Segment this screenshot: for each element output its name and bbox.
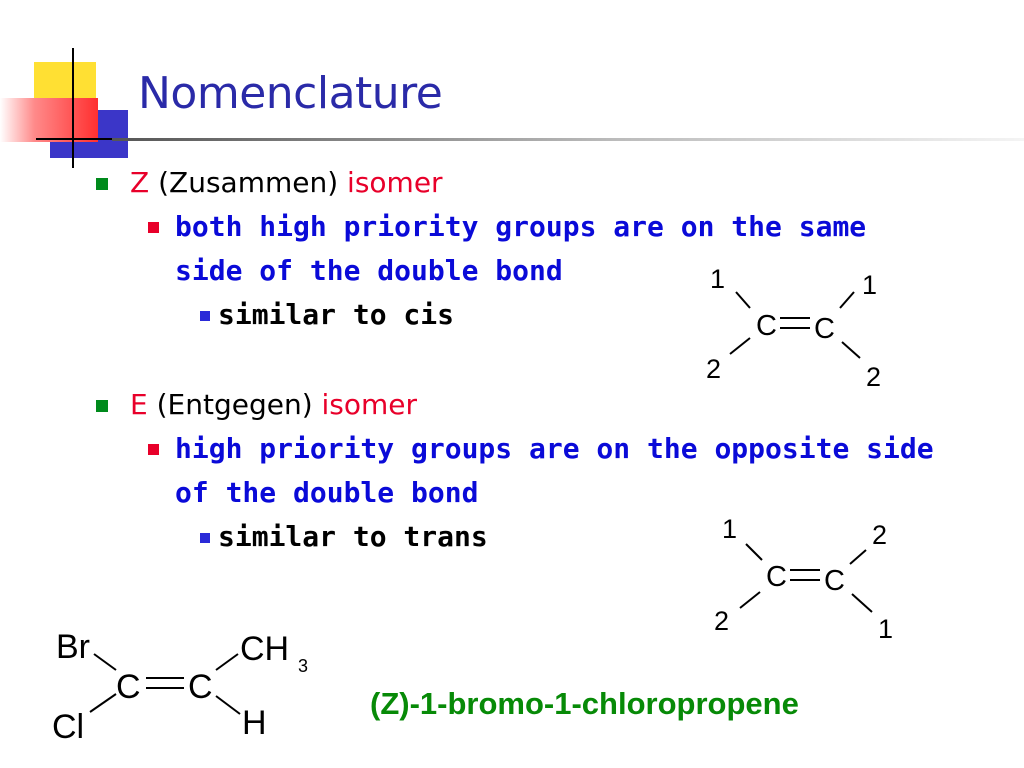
- example-subscript: 3: [298, 656, 308, 676]
- bullet-e: [96, 400, 108, 412]
- e-carbon-right: C: [824, 565, 845, 597]
- example-cl: Cl: [52, 708, 84, 746]
- z-priority-bottom-left: 2: [706, 354, 721, 384]
- e-desc-line2: of the double bond: [175, 476, 479, 509]
- slide-title: Nomenclature: [138, 68, 443, 119]
- title-underline: [112, 138, 1024, 141]
- z-word: (Zusammen): [158, 166, 339, 199]
- z-priority-top-right: 1: [862, 270, 877, 300]
- bullet-e-similar: [200, 533, 210, 543]
- e-priority-bottom-right: 1: [878, 614, 893, 644]
- e-isomer: isomer: [321, 388, 418, 421]
- z-bonds: [729, 291, 861, 359]
- decor-vertical-line: [72, 48, 74, 168]
- e-similar: similar to trans: [218, 520, 488, 553]
- z-priority-top-left: 1: [710, 264, 725, 294]
- decor-red-gradient: [0, 98, 98, 142]
- bullet-z-similar: [200, 311, 210, 321]
- e-bonds: [739, 543, 873, 613]
- z-isomer: isomer: [347, 166, 443, 199]
- e-word: (Entgegen): [156, 388, 313, 421]
- z-priority-bottom-right: 2: [866, 362, 881, 392]
- example-ch: CH: [240, 630, 289, 668]
- example-br: Br: [56, 628, 90, 666]
- e-letter: E: [130, 388, 148, 421]
- z-isomer-diagram: 1 1 2 2 C C: [706, 264, 881, 392]
- compound-name: (Z)-1-bromo-1-chloropropene: [370, 686, 799, 721]
- bullet-z-desc: [148, 222, 159, 233]
- e-priority-top-left: 1: [722, 514, 737, 544]
- e-carbon-left: C: [766, 561, 787, 593]
- example-carbon-right: C: [188, 668, 213, 706]
- e-priority-top-right: 2: [872, 520, 887, 550]
- bullet-e-desc: [148, 444, 159, 455]
- example-molecule: Br Cl CH 3 H C C: [52, 628, 308, 746]
- example-bonds: [89, 653, 241, 715]
- decor-horizontal-line: [36, 138, 116, 140]
- z-similar: similar to cis: [218, 298, 455, 331]
- z-carbon-left: C: [756, 310, 777, 342]
- e-priority-bottom-left: 2: [714, 606, 729, 636]
- z-carbon-right: C: [814, 313, 835, 345]
- e-heading: E (Entgegen) isomer: [130, 388, 417, 421]
- z-heading: Z (Zusammen) isomer: [130, 166, 443, 199]
- e-desc-line1: high priority groups are on the opposite…: [175, 432, 934, 465]
- example-carbon-left: C: [116, 668, 141, 706]
- z-letter: Z: [130, 166, 150, 199]
- e-isomer-diagram: 1 2 2 1 C C: [714, 514, 893, 644]
- z-desc-line1: both high priority groups are on the sam…: [175, 210, 867, 243]
- z-desc-line2: side of the double bond: [175, 254, 563, 287]
- example-h: H: [242, 704, 267, 742]
- bullet-z: [96, 178, 108, 190]
